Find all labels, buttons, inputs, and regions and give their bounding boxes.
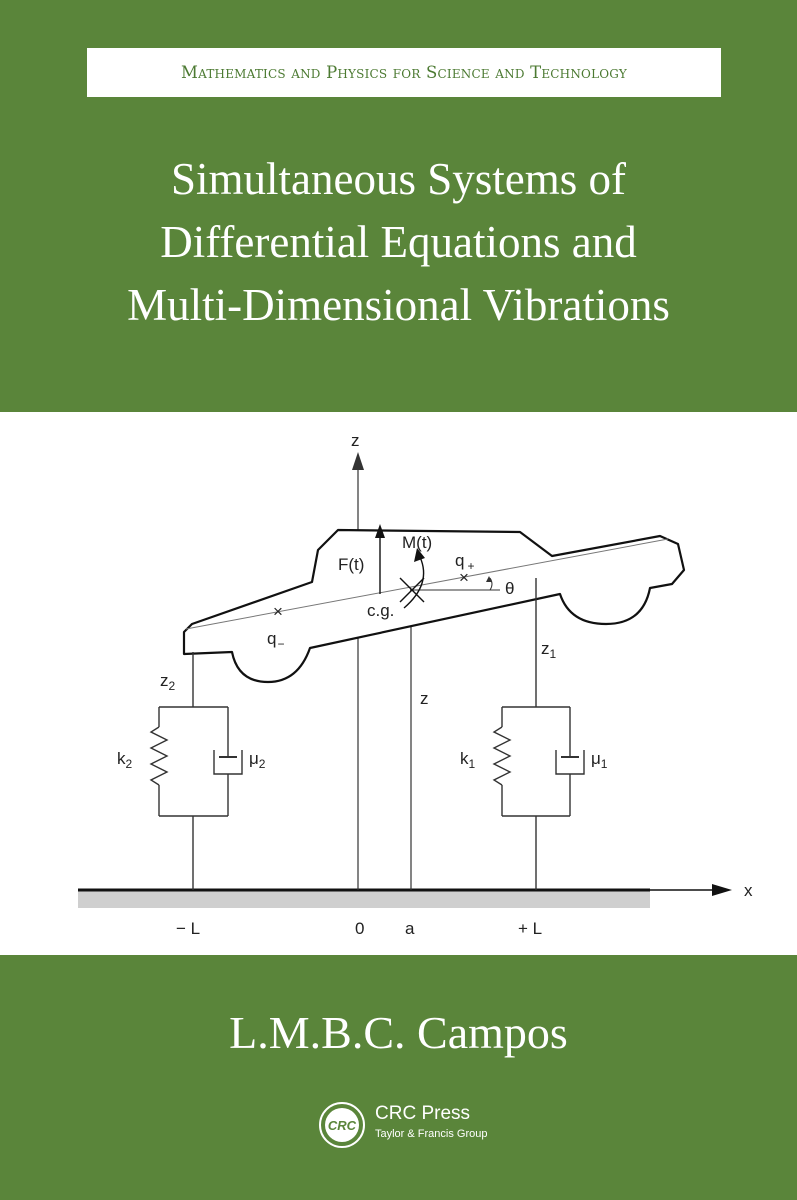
vehicle-suspension-diagram: × ×	[0, 412, 797, 955]
q-plus-symbol: q	[455, 551, 464, 570]
q-minus-label: q−	[267, 629, 284, 651]
q-plus-label: q+	[455, 551, 474, 573]
moment-arrow-arc	[403, 556, 425, 609]
publisher-name: CRC Press	[375, 1103, 471, 1124]
mu2-subscript: 2	[259, 757, 266, 771]
x-axis-label: x	[744, 881, 753, 900]
theta-arrow	[486, 576, 492, 582]
left-spring	[149, 726, 169, 786]
mu1-subscript: 1	[601, 757, 608, 771]
crc-logo-text: CRC	[328, 1118, 357, 1133]
q-minus-marker: ×	[273, 602, 283, 621]
origin-label: 0	[355, 919, 364, 938]
ground-strip	[78, 890, 650, 908]
publisher-subtitle: Taylor & Francis Group	[375, 1128, 488, 1140]
cg-label: c.g.	[367, 601, 394, 620]
mu2-label: μ2	[249, 749, 266, 771]
minus-L-label: − L	[176, 919, 200, 938]
title-line-3: Multi-Dimensional Vibrations	[127, 280, 670, 330]
q-plus-subscript: +	[467, 559, 474, 573]
title-line-2: Differential Equations and	[160, 217, 637, 267]
moment-arrow-head	[414, 548, 425, 562]
theta-label: θ	[505, 579, 514, 598]
author-name: L.M.B.C. Campos	[229, 1007, 568, 1058]
series-title: Mathematics and Physics for Science and …	[181, 63, 627, 82]
z-axis-arrow	[352, 452, 364, 470]
car-body	[182, 528, 686, 684]
z-mid-label: z	[420, 689, 429, 708]
plus-L-label: + L	[518, 919, 542, 938]
mu1-symbol: μ	[591, 749, 601, 768]
a-label: a	[405, 919, 415, 938]
z2-symbol: z	[160, 671, 169, 690]
z1-label: z1	[541, 639, 557, 661]
z1-symbol: z	[541, 639, 550, 658]
x-axis-arrow	[712, 884, 732, 896]
moment-label: M(t)	[402, 533, 432, 552]
right-spring	[492, 726, 512, 786]
z2-label: z2	[160, 671, 176, 693]
k1-subscript: 1	[469, 757, 476, 771]
theta-arc	[489, 577, 493, 591]
k2-subscript: 2	[126, 757, 133, 771]
q-plus-marker: ×	[459, 568, 469, 587]
crc-logo-icon: CRC	[319, 1102, 365, 1148]
force-arrow-head	[375, 524, 385, 538]
k2-symbol: k	[117, 749, 126, 768]
cg-cross-b	[399, 577, 425, 603]
z-axis-label: z	[351, 431, 360, 450]
title-line-1: Simultaneous Systems of	[170, 154, 626, 204]
force-label: F(t)	[338, 555, 364, 574]
k1-symbol: k	[460, 749, 469, 768]
z1-subscript: 1	[550, 647, 557, 661]
series-banner: Mathematics and Physics for Science and …	[87, 48, 721, 97]
mu2-symbol: μ	[249, 749, 259, 768]
diagram-svg: × ×	[78, 431, 753, 938]
k2-label: k2	[117, 749, 133, 771]
publisher-block: CRC CRC Press Taylor & Francis Group	[317, 1100, 557, 1150]
q-minus-symbol: q	[267, 629, 276, 648]
car-reference-line	[185, 538, 669, 630]
mu1-label: μ1	[591, 749, 608, 771]
k1-label: k1	[460, 749, 476, 771]
z2-subscript: 2	[169, 679, 176, 693]
q-minus-subscript: −	[277, 637, 284, 651]
book-title: Simultaneous Systems of Differential Equ…	[0, 148, 797, 337]
